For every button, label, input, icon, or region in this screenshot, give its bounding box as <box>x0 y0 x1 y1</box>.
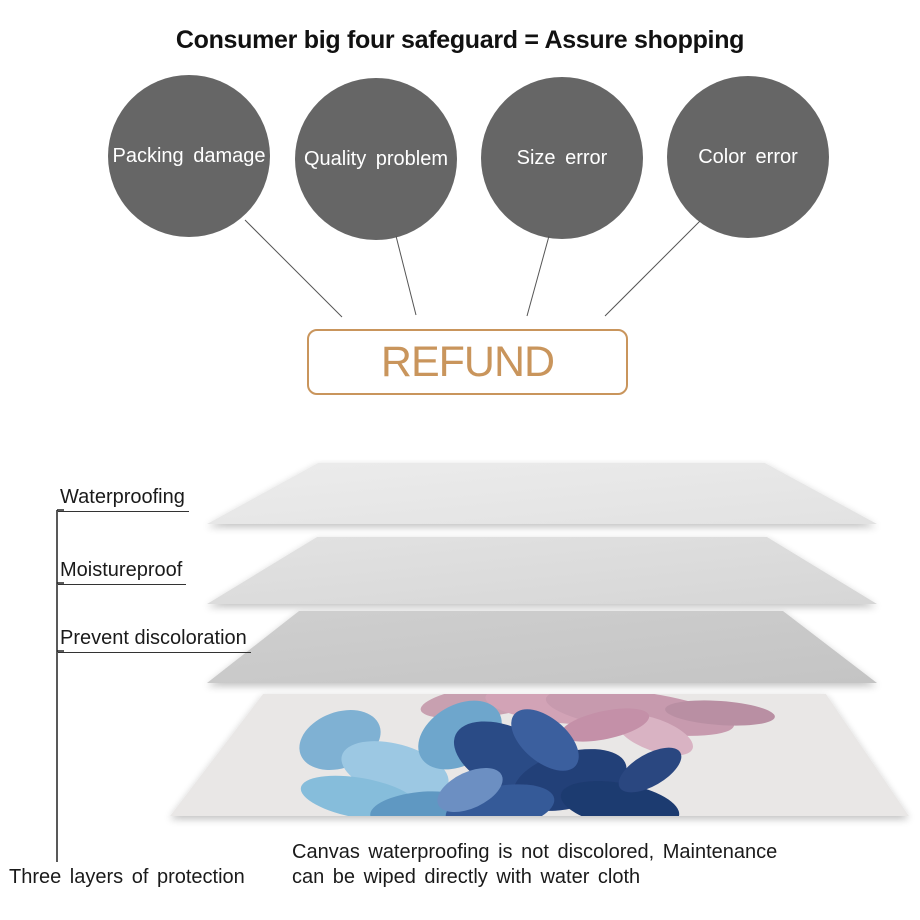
layers-summary: Three layers of protection <box>9 866 245 888</box>
leaf-canvas-print <box>170 694 909 816</box>
connector-line <box>526 235 550 317</box>
connector-line <box>244 219 343 318</box>
safeguard-label: Quality problem <box>303 147 449 170</box>
safeguard-circle-packing-damage: Packing damage <box>108 75 270 237</box>
layer-label-waterproofing: Waterproofing <box>58 486 189 512</box>
safeguard-circle-color-error: Color error <box>667 76 829 238</box>
safeguard-label: Size error <box>516 146 608 169</box>
page-title: Consumer big four safeguard = Assure sho… <box>175 26 745 54</box>
layer-waterproofing <box>207 463 877 524</box>
safeguard-label: Color error <box>698 145 798 168</box>
safeguard-label: Packing damage <box>112 144 266 167</box>
note-line-2: can be wiped directly with water cloth <box>292 866 641 888</box>
connector-line <box>604 220 701 317</box>
safeguard-circle-quality-problem: Quality problem <box>295 78 457 240</box>
connector-line <box>395 235 417 316</box>
layer-label-moistureproof: Moistureproof <box>58 559 187 585</box>
layer-label-prevent-discoloration: Prevent discoloration <box>58 627 251 653</box>
refund-box: REFUND <box>307 329 628 395</box>
safeguard-circle-size-error: Size error <box>481 77 643 239</box>
layer-prevent-discoloration <box>207 611 877 683</box>
layer-moistureproof <box>207 537 877 604</box>
note-line-1: Canvas waterproofing is not discolored, … <box>292 841 778 863</box>
